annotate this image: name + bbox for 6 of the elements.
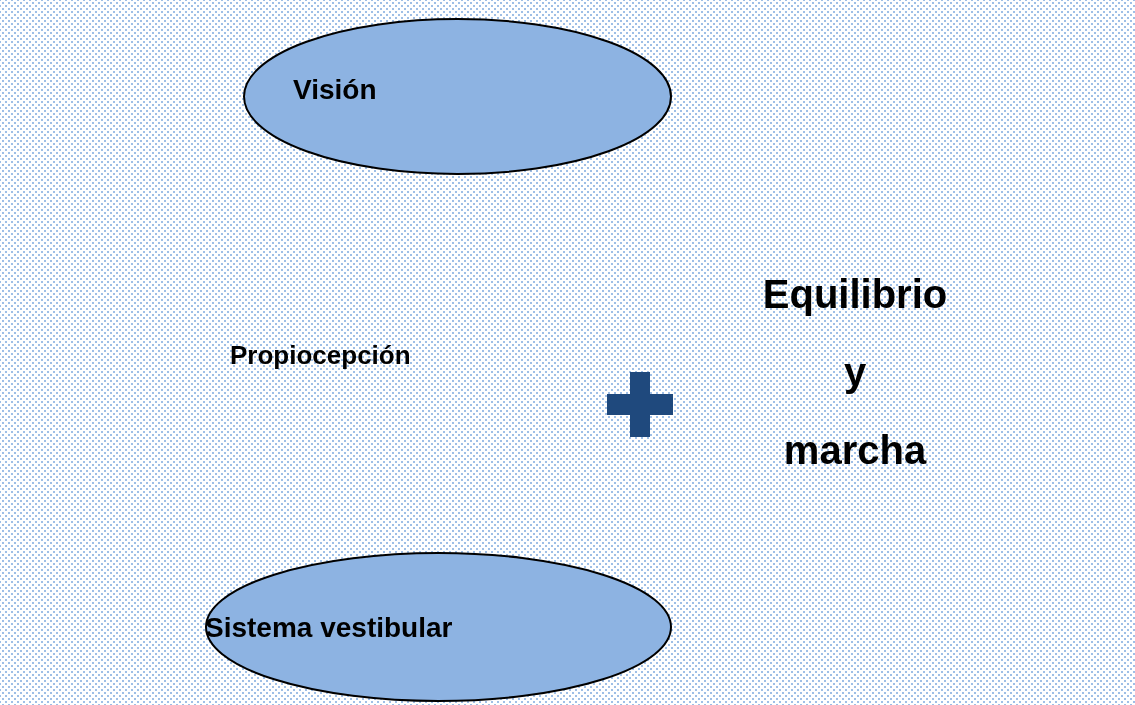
- node-label: Sistema vestibular: [205, 612, 453, 644]
- node-label: Visión: [293, 74, 377, 106]
- text-label: Equilibrio y marcha: [761, 271, 949, 474]
- text-label: Propiocepción: [230, 340, 412, 372]
- ellipse-node: [243, 18, 672, 175]
- ellipse-node: [205, 552, 672, 702]
